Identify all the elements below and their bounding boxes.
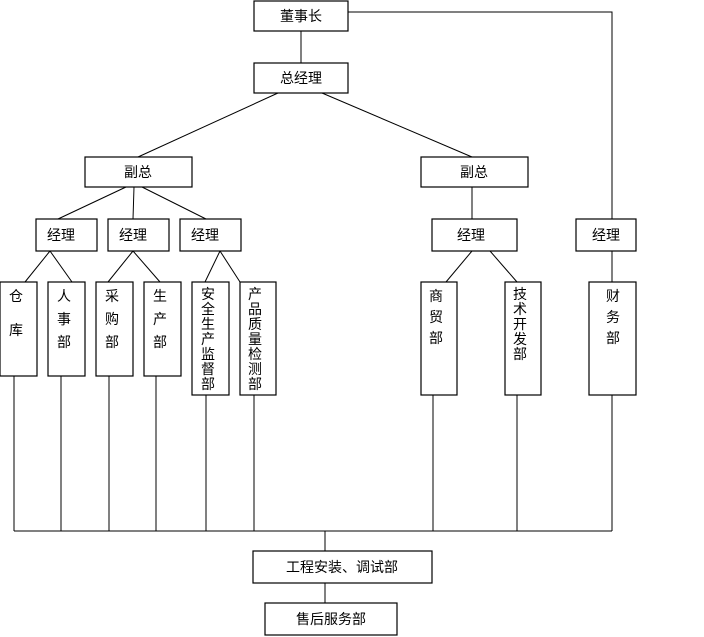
node-trade: 商贸部: [420, 281, 458, 396]
node-label: 总经理: [280, 71, 322, 87]
node-label: 技术开发部: [513, 287, 527, 363]
node-manager-2: 经理: [107, 218, 170, 252]
node-hr: 人事部: [47, 281, 86, 377]
node-vp-right: 副总: [420, 156, 529, 188]
node-label: 经理: [191, 228, 219, 244]
node-quality-inspection: 产品质量检测部: [239, 281, 277, 396]
node-finance: 财务部: [588, 281, 637, 396]
node-label: 生产部: [153, 289, 167, 351]
node-manager-1: 经理: [35, 218, 98, 252]
node-purchasing: 采购部: [95, 281, 134, 377]
node-tech-dev: 技术开发部: [504, 281, 542, 396]
node-manager-4: 经理: [431, 218, 518, 252]
node-label: 财务部: [606, 289, 620, 347]
node-manager-5: 经理: [575, 218, 637, 252]
node-label: 工程安装、调试部: [286, 560, 398, 576]
node-production: 生产部: [143, 281, 182, 377]
node-label: 副总: [460, 165, 488, 181]
node-label: 产品质量检测部: [248, 287, 262, 393]
node-label: 采购部: [105, 289, 119, 351]
node-label: 商贸部: [429, 289, 443, 347]
node-label: 董事长: [280, 9, 322, 25]
node-warehouse: 仓库: [0, 281, 38, 377]
node-label: 仓库: [9, 289, 23, 339]
connectors: [13, 11, 613, 603]
node-label: 经理: [457, 228, 485, 244]
node-vp-left: 副总: [84, 156, 193, 188]
node-installation: 工程安装、调试部: [252, 550, 433, 584]
node-label: 售后服务部: [296, 612, 366, 628]
node-general-manager: 总经理: [253, 62, 349, 94]
node-label: 经理: [119, 228, 147, 244]
node-label: 经理: [592, 228, 620, 244]
node-label: 副总: [124, 165, 152, 181]
node-label: 经理: [47, 228, 75, 244]
node-manager-3: 经理: [179, 218, 242, 252]
node-label: 人事部: [57, 289, 71, 351]
node-after-sales: 售后服务部: [264, 602, 398, 636]
node-label: 安全生产监督部: [201, 287, 215, 393]
node-safety-supervision: 安全生产监督部: [191, 281, 230, 396]
node-chairman: 董事长: [253, 0, 349, 32]
